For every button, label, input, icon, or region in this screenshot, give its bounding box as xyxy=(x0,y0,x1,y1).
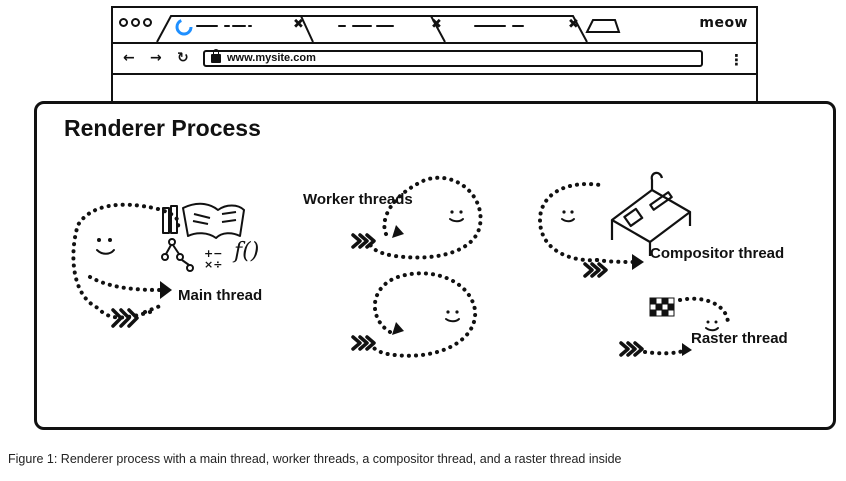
renderer-process-box xyxy=(34,101,836,430)
address-bar-row: ← → ↻ www.mysite.com ⋮ xyxy=(113,42,756,75)
compositor-arrowhead xyxy=(632,254,644,270)
worker-arrowhead-2 xyxy=(392,322,404,335)
worker-arrowhead-1 xyxy=(392,225,404,238)
main-thread-face xyxy=(96,249,115,255)
close-tab-icon[interactable]: ✖ xyxy=(431,17,442,32)
worker-thread-loop-2 xyxy=(370,271,478,358)
renderer-process-title: Renderer Process xyxy=(64,115,261,141)
menu-icon[interactable]: ⋮ xyxy=(729,51,744,69)
raster-thread-label: Raster thread xyxy=(691,330,788,347)
tab-bar: ✖ ✖ ✖ meow xyxy=(113,8,756,42)
figure-caption: Figure 1: Renderer process with a main t… xyxy=(8,452,622,466)
url-text: www.mysite.com xyxy=(227,52,316,64)
raster-arrowhead xyxy=(682,343,692,356)
loading-spinner-icon xyxy=(175,18,193,36)
worker-chevrons-2 xyxy=(351,335,376,351)
plus-minus-icon: +− xyxy=(204,247,222,260)
maximize-window-icon[interactable] xyxy=(143,18,152,27)
brand-label: meow xyxy=(699,15,748,31)
times-divide-icon: ×÷ xyxy=(204,258,222,271)
main-thread-label: Main thread xyxy=(178,287,263,304)
raster-face xyxy=(705,327,719,332)
close-window-icon[interactable] xyxy=(119,18,128,27)
window-controls[interactable] xyxy=(119,18,152,27)
close-tab-icon[interactable]: ✖ xyxy=(293,17,304,32)
compositor-thread-loop xyxy=(537,182,602,263)
worker-face-1 xyxy=(449,218,464,223)
tab-1 xyxy=(156,15,314,42)
back-arrow-icon[interactable]: ← xyxy=(123,50,135,66)
compositor-thread-arrow xyxy=(595,258,638,264)
main-thread-arrow xyxy=(88,275,162,292)
worker-chevrons-1 xyxy=(351,233,376,249)
function-icon: f() xyxy=(232,239,259,264)
raster-grid-icon xyxy=(649,297,675,317)
raster-chevrons xyxy=(619,341,644,357)
compositor-desk-icon xyxy=(610,171,692,256)
url-field[interactable]: www.mysite.com xyxy=(203,49,703,67)
main-thread-tools-icon xyxy=(161,202,245,272)
worker-thread-loop-1 xyxy=(368,175,483,260)
close-tab-icon[interactable]: ✖ xyxy=(568,17,579,32)
forward-arrow-icon[interactable]: → xyxy=(150,50,162,66)
tab-outlines xyxy=(156,15,621,42)
compositor-thread-label: Compositor thread xyxy=(650,245,785,262)
worker-threads-label: Worker threads xyxy=(303,191,413,208)
raster-thread-loop xyxy=(643,296,730,356)
compositor-chevrons xyxy=(583,262,608,278)
minimize-window-icon[interactable] xyxy=(131,18,140,27)
tab-3 xyxy=(431,15,588,42)
worker-face-2 xyxy=(445,318,460,323)
main-thread-arrowhead xyxy=(160,281,172,299)
reload-icon[interactable]: ↻ xyxy=(177,50,189,66)
tree-icon xyxy=(165,244,190,266)
book-icon xyxy=(182,202,245,239)
new-tab-button xyxy=(585,19,621,33)
main-thread-chevrons xyxy=(111,308,139,328)
compositor-face xyxy=(561,218,575,223)
main-thread-loop xyxy=(71,202,181,320)
lock-icon xyxy=(211,49,221,63)
